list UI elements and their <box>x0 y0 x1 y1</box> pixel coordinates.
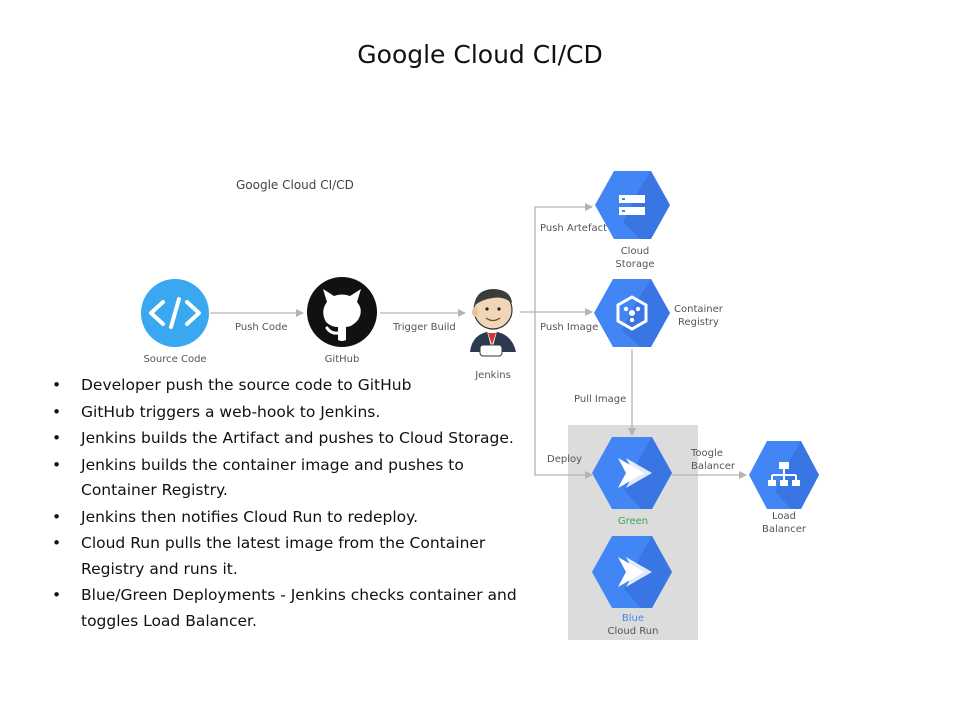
push-artefact-label: Push Artefact <box>540 223 607 234</box>
container-registry-icon <box>594 279 670 347</box>
cloud-run-label: Cloud Run <box>608 626 659 637</box>
bullet-item: Jenkins builds the Artifact and pushes t… <box>50 426 540 452</box>
bullet-list: Developer push the source code to GitHub… <box>50 373 540 635</box>
load-balancer-label-line1: Load <box>772 511 796 522</box>
cloud-storage-node: Cloud Storage <box>595 171 670 270</box>
container-registry-label-line2: Registry <box>678 317 719 328</box>
source-code-node: Source Code <box>141 279 209 365</box>
load-balancer-node: Load Balancer <box>749 441 819 535</box>
cloud-run-blue-node: Blue Cloud Run <box>592 536 672 637</box>
slide-title: Google Cloud CI/CD <box>357 40 603 69</box>
diagram-title: Google Cloud CI/CD <box>236 178 354 192</box>
jenkins-node: Jenkins <box>470 289 516 381</box>
cloud-run-icon <box>592 437 672 509</box>
push-image-label: Push Image <box>540 322 598 333</box>
bullet-item: Jenkins then notifies Cloud Run to redep… <box>50 505 540 531</box>
cloud-storage-label-line2: Storage <box>615 259 654 270</box>
source-code-label: Source Code <box>143 354 206 365</box>
bullet-item: GitHub triggers a web-hook to Jenkins. <box>50 400 540 426</box>
jenkins-branch-connector <box>520 203 593 313</box>
cloud-run-green-node: Green <box>592 437 672 527</box>
push-code-label: Push Code <box>235 322 288 333</box>
cloud-run-green-label: Green <box>618 516 648 527</box>
cloud-storage-label-line1: Cloud <box>621 246 650 257</box>
container-registry-node: Container Registry <box>594 279 724 347</box>
load-balancer-label-line2: Balancer <box>762 524 807 535</box>
toggle-balancer-label-line2: Balancer <box>691 461 736 472</box>
pull-image-label: Pull Image <box>574 394 626 405</box>
bullet-item: Jenkins builds the container image and p… <box>50 453 540 504</box>
load-balancer-icon <box>749 441 819 509</box>
bullet-item: Blue/Green Deployments - Jenkins checks … <box>50 583 540 634</box>
jenkins-butler-icon <box>470 289 516 357</box>
toggle-balancer-label-line1: Toogle <box>690 448 723 459</box>
cloud-run-icon <box>592 536 672 608</box>
cloud-run-blue-label: Blue <box>622 613 644 624</box>
cloud-storage-icon <box>595 171 670 239</box>
deploy-label: Deploy <box>547 454 582 465</box>
bullet-item: Developer push the source code to GitHub <box>50 373 540 399</box>
github-label: GitHub <box>325 354 360 365</box>
container-registry-label-line1: Container <box>674 304 724 315</box>
trigger-build-label: Trigger Build <box>392 322 456 333</box>
bullet-item: Cloud Run pulls the latest image from th… <box>50 531 540 582</box>
github-node: GitHub <box>307 277 377 365</box>
